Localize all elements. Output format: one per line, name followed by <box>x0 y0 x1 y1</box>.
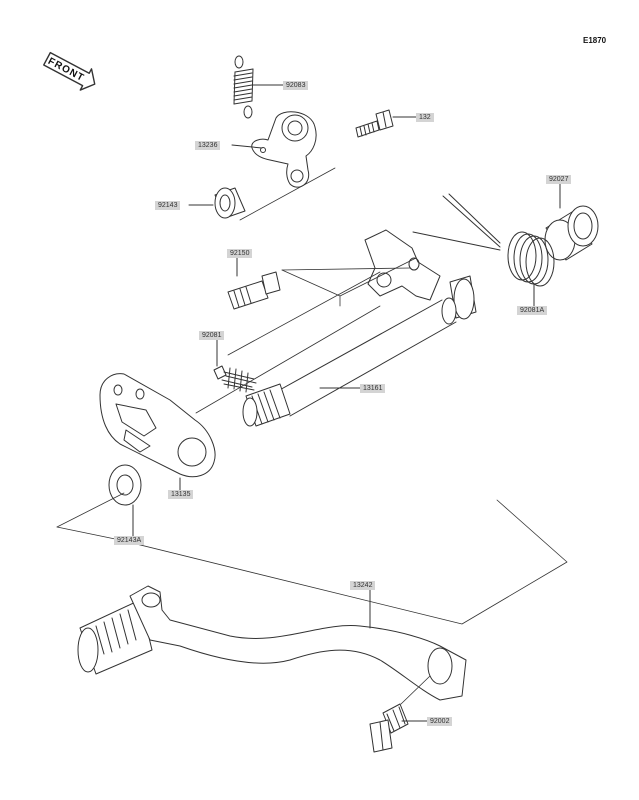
part-label-92027[interactable]: 92027 <box>546 175 572 184</box>
pin-92150[interactable] <box>227 271 281 310</box>
bolt-92002[interactable] <box>369 703 409 753</box>
part-label-132[interactable]: 132 <box>416 113 434 122</box>
part-label-13161[interactable]: 13161 <box>360 384 386 393</box>
bolt-132[interactable] <box>355 109 394 138</box>
shift-pedal-13242[interactable] <box>77 585 467 701</box>
leader-lines <box>132 84 561 722</box>
front-direction-arrow: FRONT <box>43 51 96 91</box>
alignment-lines <box>56 167 568 705</box>
collar-92143[interactable] <box>214 187 246 219</box>
spring-92083[interactable] <box>233 55 254 119</box>
stopper-arm-13236[interactable] <box>251 111 317 188</box>
part-label-92081[interactable]: 92081 <box>199 331 225 340</box>
part-label-13236[interactable]: 13236 <box>195 141 221 150</box>
part-label-13242[interactable]: 13242 <box>350 581 376 590</box>
part-label-92143A[interactable]: 92143A <box>114 536 145 545</box>
spring-92081[interactable] <box>213 365 257 393</box>
part-label-92083[interactable]: 92083 <box>283 81 309 90</box>
washer-92143A[interactable] <box>108 464 142 506</box>
torsion-spring-92081A[interactable] <box>412 193 555 287</box>
part-label-92143[interactable]: 92143 <box>155 201 181 210</box>
part-label-92150[interactable]: 92150 <box>227 249 253 258</box>
shift-plate-13135[interactable] <box>99 373 216 478</box>
part-label-13135[interactable]: 13135 <box>168 490 194 499</box>
part-label-92002[interactable]: 92002 <box>427 717 453 726</box>
page-code: E1870 <box>583 36 607 45</box>
part-label-92081A[interactable]: 92081A <box>517 306 548 315</box>
